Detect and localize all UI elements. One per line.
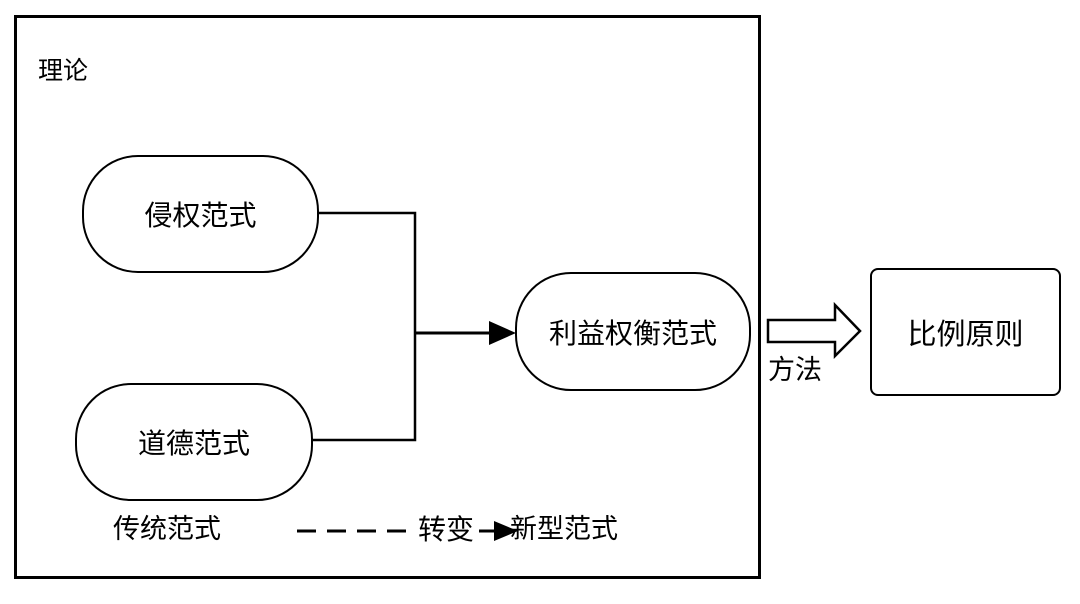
merge-connector — [312, 211, 417, 442]
legend-arrowhead — [494, 521, 518, 541]
node-tort-paradigm-label: 侵权范式 — [144, 199, 257, 232]
theory-label: 理论 — [38, 56, 89, 85]
node-tort-paradigm: 侵权范式 — [82, 155, 319, 273]
merge-arrowhead — [489, 321, 516, 345]
legend-traditional-label: 传统范式 — [113, 514, 221, 545]
legend-transition-label: 转变 — [418, 513, 475, 546]
node-proportionality-label: 比例原则 — [907, 317, 1024, 351]
node-moral-paradigm-label: 道德范式 — [137, 427, 250, 460]
node-interest-balancing-label: 利益权衡范式 — [548, 316, 717, 350]
node-proportionality-principle: 比例原则 — [870, 268, 1061, 396]
method-hollow-arrow — [766, 301, 862, 360]
theory-frame — [14, 15, 761, 579]
legend-new-label: 新型范式 — [510, 514, 618, 545]
node-moral-paradigm: 道德范式 — [75, 383, 313, 501]
method-label: 方法 — [768, 355, 822, 386]
node-interest-balancing-paradigm: 利益权衡范式 — [515, 272, 751, 391]
